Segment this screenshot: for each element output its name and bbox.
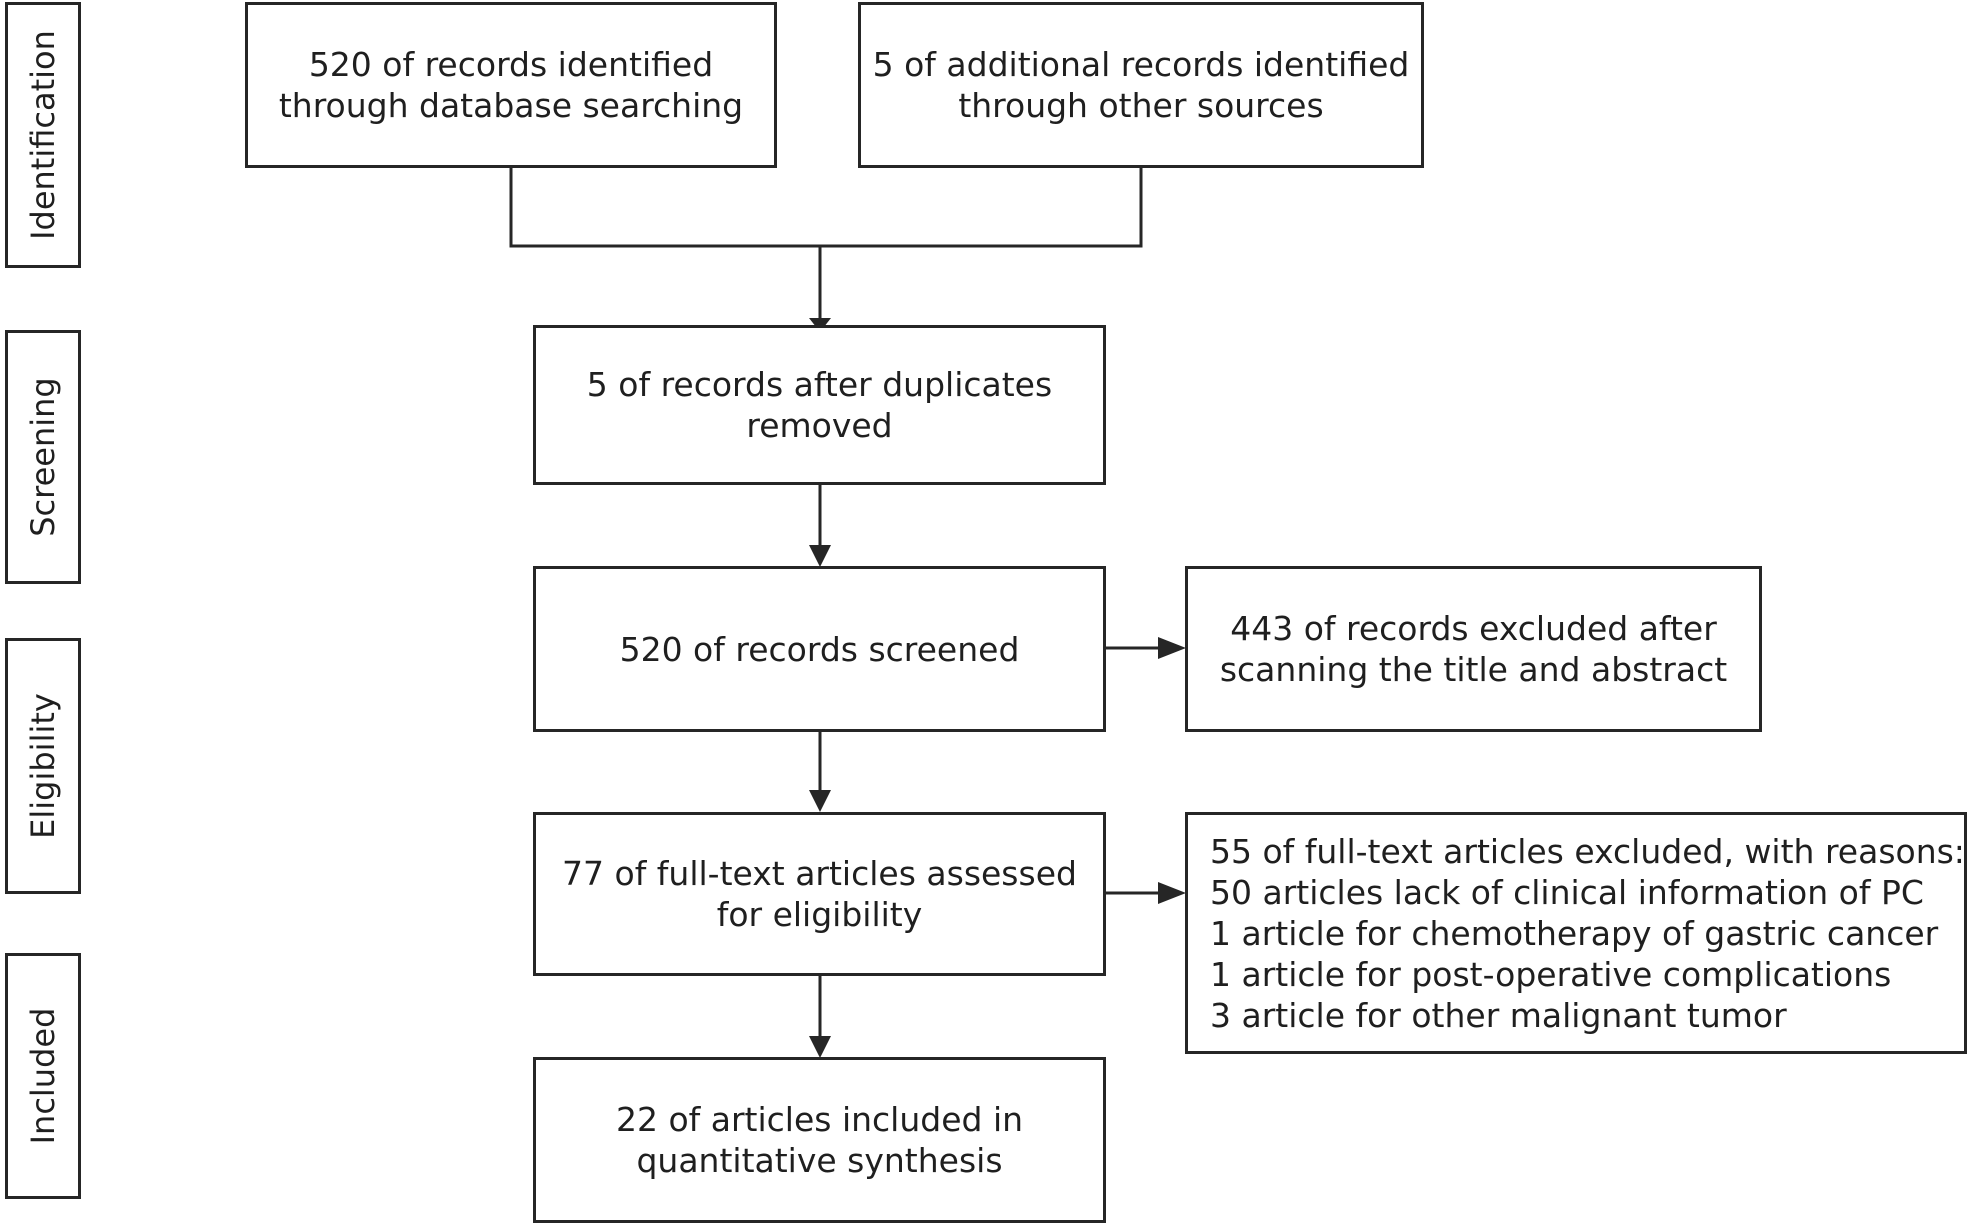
text-line: quantitative synthesis: [636, 1141, 1003, 1180]
arrowhead-fulltext: [809, 790, 831, 812]
arrowhead-excluded-fulltext: [1158, 882, 1186, 904]
text-line: 1 article for chemotherapy of gastric ca…: [1210, 913, 1939, 953]
box-database-search-text: 520 of records identified through databa…: [279, 44, 743, 126]
text-line: 520 of records identified: [308, 45, 714, 84]
stage-screening-label: Screening: [24, 377, 62, 537]
text-line: scanning the title and abstract: [1219, 650, 1728, 689]
text-line: removed: [746, 406, 893, 445]
text-line: 1 article for post-operative complicatio…: [1210, 954, 1892, 994]
text-line: through other sources: [958, 86, 1324, 125]
box-excluded-title-abstract: 443 of records excluded after scanning t…: [1185, 566, 1762, 732]
box-duplicates-removed-text: 5 of records after duplicates removed: [587, 364, 1052, 446]
text-line: 5 of additional records identified: [872, 45, 1410, 84]
text-line: 55 of full-text articles excluded, with …: [1210, 831, 1965, 871]
box-fulltext-excluded-text: 55 of full-text articles excluded, with …: [1210, 831, 1965, 1036]
text-line: 520 of records screened: [619, 629, 1020, 669]
text-line: 22 of articles included in: [615, 1100, 1024, 1139]
text-line: 3 article for other malignant tumor: [1210, 995, 1787, 1035]
box-fulltext-assessed: 77 of full-text articles assessed for el…: [533, 812, 1106, 976]
stage-included: Included: [5, 953, 81, 1199]
text-line: 5 of records after duplicates: [586, 365, 1053, 404]
text-line: 50 articles lack of clinical information…: [1210, 872, 1924, 912]
box-duplicates-removed: 5 of records after duplicates removed: [533, 325, 1106, 485]
merge-connector: [509, 166, 1143, 248]
stage-screening: Screening: [5, 330, 81, 584]
arrowhead-included: [809, 1036, 831, 1058]
box-database-search: 520 of records identified through databa…: [245, 2, 777, 168]
stage-eligibility-label: Eligibility: [24, 693, 62, 839]
box-other-sources-text: 5 of additional records identified throu…: [873, 44, 1410, 126]
box-screened-text: 520 of records screened: [620, 629, 1020, 670]
stage-eligibility: Eligibility: [5, 638, 81, 894]
text-line: through database searching: [278, 86, 744, 125]
box-other-sources: 5 of additional records identified throu…: [858, 2, 1424, 168]
text-line: 443 of records excluded after: [1230, 609, 1717, 648]
box-screened: 520 of records screened: [533, 566, 1106, 732]
arrowhead-screened: [809, 545, 831, 567]
arrowhead-excluded-abstract: [1158, 637, 1186, 659]
box-excluded-title-abstract-text: 443 of records excluded after scanning t…: [1220, 608, 1727, 690]
box-fulltext-excluded: 55 of full-text articles excluded, with …: [1185, 812, 1967, 1054]
box-included-synthesis: 22 of articles included in quantitative …: [533, 1057, 1106, 1223]
text-line: for eligibility: [716, 895, 923, 934]
text-line: 77 of full-text articles assessed: [562, 854, 1077, 893]
stage-identification: Identification: [5, 2, 81, 268]
stage-included-label: Included: [24, 1007, 62, 1145]
box-fulltext-assessed-text: 77 of full-text articles assessed for el…: [562, 853, 1077, 935]
stage-identification-label: Identification: [24, 30, 62, 240]
box-included-synthesis-text: 22 of articles included in quantitative …: [616, 1099, 1023, 1181]
